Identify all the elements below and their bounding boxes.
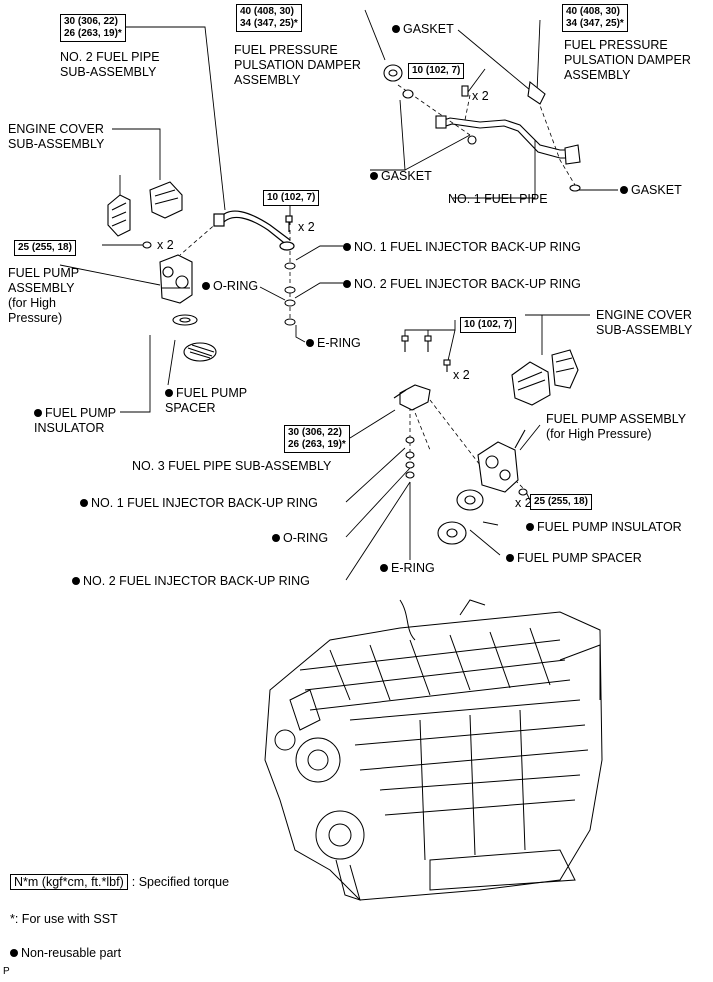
label-engine-cover-left: ENGINE COVER SUB-ASSEMBLY <box>8 122 105 151</box>
no2-fuel-pipe-drawing <box>213 210 295 251</box>
nonreusable-dot <box>526 523 534 531</box>
label-fuel-pump-left: FUEL PUMP ASSEMBLY (for High Pressure) <box>8 266 80 325</box>
torque-box-damper-right: 40 (408, 30) 34 (347, 25)* <box>562 4 628 32</box>
torque-box-no2-pipe-bolt: 10 (102, 7) <box>263 190 320 206</box>
qty-no1-pipe-bolts: x 2 <box>472 89 489 103</box>
label-oring-top: O-RING <box>202 279 258 294</box>
label-gasket-top: GASKET <box>392 22 454 37</box>
corner-mark: P <box>3 966 10 977</box>
nonreusable-dot <box>343 280 351 288</box>
label-spacer-right: FUEL PUMP SPACER <box>506 551 642 566</box>
nonreusable-dot <box>343 243 351 251</box>
label-oring-bottom: O-RING <box>272 531 328 546</box>
nonreusable-dot <box>620 186 628 194</box>
nonreusable-dot <box>306 339 314 347</box>
nonreusable-dot <box>370 172 378 180</box>
nonreusable-dot <box>72 577 80 585</box>
nonreusable-dot <box>34 409 42 417</box>
legend-nonreusable: Non-reusable part <box>10 946 121 960</box>
label-spacer-left: FUEL PUMP SPACER <box>165 386 248 415</box>
fuel-pump-left-drawing <box>142 241 217 362</box>
nonreusable-dot <box>272 534 280 542</box>
label-gasket-mid: GASKET <box>370 169 432 184</box>
qty-pump-left-bolts: x 2 <box>157 238 174 252</box>
label-no3-fuel-pipe: NO. 3 FUEL PIPE SUB-ASSEMBLY <box>132 459 332 473</box>
label-no1-fuel-pipe: NO. 1 FUEL PIPE <box>448 192 548 206</box>
torque-box-no3-pipe: 30 (306, 22) 26 (263, 19)* <box>284 425 350 453</box>
fuel-pump-right-drawing <box>437 429 528 545</box>
no1-fuel-pipe-drawing <box>383 64 581 192</box>
legend-torque-box: N*m (kgf*cm, ft.*lbf) <box>10 874 128 890</box>
qty-pump-right-bolts: x 2 <box>515 496 532 510</box>
torque-box-pump-left: 25 (255, 18) <box>14 240 76 256</box>
engine-drawing <box>264 599 603 901</box>
torque-box-no2-pipe: 30 (306, 22) 26 (263, 19)* <box>60 14 126 42</box>
engine-cover-right-drawing <box>511 349 579 406</box>
torque-box-pump-right: 25 (255, 18) <box>530 494 592 510</box>
nonreusable-dot <box>80 499 88 507</box>
torque-box-damper-left: 40 (408, 30) 34 (347, 25)* <box>236 4 302 32</box>
nonreusable-dot <box>392 25 400 33</box>
qty-no3-pipe-bolts: x 2 <box>453 368 470 382</box>
label-insulator-left: FUEL PUMP INSULATOR <box>34 406 117 435</box>
torque-box-no1-pipe-bolt: 10 (102, 7) <box>408 63 465 79</box>
label-backup-ring-1-top: NO. 1 FUEL INJECTOR BACK-UP RING <box>343 240 581 255</box>
nonreusable-dot <box>506 554 514 562</box>
label-engine-cover-right: ENGINE COVER SUB-ASSEMBLY <box>596 308 693 337</box>
label-insulator-right: FUEL PUMP INSULATOR <box>526 520 682 535</box>
nonreusable-dot <box>10 949 18 957</box>
nonreusable-dot <box>165 389 173 397</box>
legend-torque-desc: : Specified torque <box>131 875 230 889</box>
label-ering-top: E-RING <box>306 336 361 351</box>
nonreusable-dot <box>202 282 210 290</box>
label-damper-left: FUEL PRESSURE PULSATION DAMPER ASSEMBLY <box>234 43 361 87</box>
no3-fuel-pipe-drawing <box>393 335 451 479</box>
legend-sst: *: For use with SST <box>10 912 118 926</box>
injector-rings-top <box>284 262 296 326</box>
label-backup-ring-2-bottom: NO. 2 FUEL INJECTOR BACK-UP RING <box>72 574 310 589</box>
label-damper-right: FUEL PRESSURE PULSATION DAMPER ASSEMBLY <box>564 38 691 82</box>
label-no2-fuel-pipe: NO. 2 FUEL PIPE SUB-ASSEMBLY <box>60 50 160 79</box>
label-fuel-pump-right: FUEL PUMP ASSEMBLY (for High Pressure) <box>546 412 687 441</box>
label-backup-ring-1-bottom: NO. 1 FUEL INJECTOR BACK-UP RING <box>80 496 318 511</box>
engine-cover-left-drawing <box>107 181 183 237</box>
torque-box-no3-pipe-bolt: 10 (102, 7) <box>460 317 517 333</box>
legend-torque: N*m (kgf*cm, ft.*lbf): Specified torque <box>10 874 229 890</box>
label-ering-bottom: E-RING <box>380 561 435 576</box>
nonreusable-dot <box>380 564 388 572</box>
label-backup-ring-2-top: NO. 2 FUEL INJECTOR BACK-UP RING <box>343 277 581 292</box>
label-gasket-right: GASKET <box>620 183 682 198</box>
qty-no2-pipe-bolts: x 2 <box>298 220 315 234</box>
